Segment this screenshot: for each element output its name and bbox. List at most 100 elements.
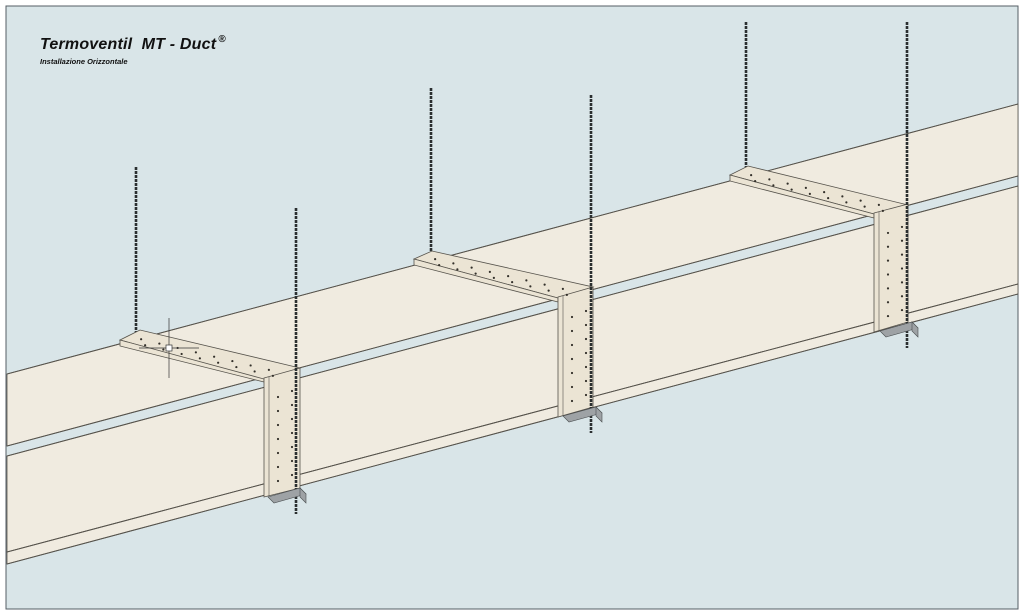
fixing-dot: [290, 403, 294, 407]
fixing-dot: [474, 272, 477, 275]
fixing-dot: [804, 186, 807, 189]
fixing-dot: [859, 199, 862, 202]
fixing-dot: [276, 465, 280, 469]
fixing-dot: [900, 239, 904, 242]
bracket-lip: [595, 406, 603, 423]
support-bracket: [562, 406, 603, 423]
fixing-dot: [886, 301, 890, 304]
fixing-dot: [529, 285, 532, 288]
collar-fixing-dots: [750, 174, 904, 318]
fixing-dot: [584, 337, 588, 341]
fixing-dot: [900, 225, 904, 229]
fixing-dot: [570, 357, 574, 361]
fixing-dot: [144, 344, 147, 347]
fixing-dot: [438, 264, 441, 267]
fixing-dot: [276, 479, 280, 483]
fixing-dot: [570, 399, 574, 403]
fixing-dot: [158, 342, 161, 345]
fixing-dot: [276, 395, 280, 399]
fixing-dot: [570, 371, 574, 375]
fixing-dot: [194, 351, 197, 354]
title-product: MT - Duct: [141, 36, 217, 53]
diagram-title: Termoventil MT - Duct®: [40, 34, 226, 54]
registered-mark: ®: [218, 34, 226, 45]
fixing-dot: [863, 205, 866, 208]
fixing-dot: [886, 314, 890, 318]
crosshair-box: [165, 344, 173, 352]
fixing-dot: [570, 385, 574, 389]
fixing-dot: [900, 267, 904, 270]
fixing-dot: [754, 180, 757, 183]
fixing-dot: [290, 389, 294, 393]
fixing-dot: [845, 201, 848, 204]
duct-edge-line: [6, 185, 1019, 457]
fixing-dot: [584, 351, 588, 355]
fixing-dot: [492, 276, 495, 279]
fixing-dot: [162, 348, 165, 351]
fixing-dot: [235, 365, 238, 369]
fixing-dot: [290, 445, 294, 449]
fixing-dot: [808, 192, 811, 195]
duct-edge-line: [6, 293, 1019, 565]
fixing-dot: [877, 203, 880, 206]
fixing-dot: [584, 323, 588, 327]
fixing-dot: [217, 361, 220, 364]
fixing-dot: [584, 393, 588, 397]
fixing-dot: [511, 281, 514, 284]
fixing-dot: [249, 364, 252, 367]
fixing-dot: [276, 437, 280, 441]
fixing-dot: [271, 374, 274, 377]
fixing-dot: [267, 368, 270, 371]
crosshair-marker: [139, 318, 199, 378]
fixing-dot: [786, 182, 789, 185]
fixing-dot: [231, 359, 234, 363]
fixing-dot: [434, 258, 437, 261]
collar-2: [412, 88, 603, 433]
collar-side-band: [263, 367, 301, 498]
fixing-dot: [452, 262, 455, 265]
fixing-dot: [561, 287, 564, 290]
fixing-dot: [525, 279, 528, 282]
fixing-dot: [470, 266, 473, 269]
fixing-dot: [570, 343, 574, 347]
fixing-dot: [570, 329, 574, 333]
diagram-subtitle: Installazione Orizzontale: [40, 57, 128, 66]
bracket-lip: [299, 487, 307, 504]
fixing-dot: [823, 191, 826, 194]
collar-1: [118, 167, 307, 514]
collar-fixing-dots: [434, 258, 588, 403]
fixing-dot: [198, 357, 201, 360]
fixing-dot: [790, 188, 793, 191]
fixing-dot: [886, 245, 890, 248]
fixing-dot: [886, 231, 890, 235]
fixing-dot: [543, 283, 546, 286]
fixing-dot: [290, 473, 294, 477]
fixing-dot: [900, 295, 904, 298]
fixing-dot: [140, 338, 143, 341]
fixing-dot: [570, 315, 574, 319]
fixing-dot: [772, 184, 775, 187]
fixing-dot: [900, 308, 904, 312]
fixing-dot: [565, 293, 568, 296]
collar-side-band: [557, 286, 594, 418]
title-block: Termoventil MT - Duct® Installazione Ori…: [40, 34, 226, 66]
fixing-dot: [180, 352, 183, 356]
bracket-lip: [911, 321, 919, 338]
fixing-dot: [276, 451, 280, 455]
title-brand: Termoventil: [40, 36, 133, 53]
duct-edge-line: [6, 175, 1019, 447]
fixing-dot: [547, 289, 550, 292]
fixing-dot: [584, 365, 588, 369]
fixing-dot: [886, 287, 890, 290]
fixing-dot: [276, 423, 280, 427]
fixing-dot: [584, 379, 588, 383]
duct-edge-line: [6, 103, 1019, 375]
support-bracket: [879, 321, 919, 338]
fixing-dot: [290, 459, 294, 463]
fixing-dot: [768, 178, 771, 181]
fixing-dot: [750, 174, 753, 177]
fixing-dot: [488, 270, 491, 273]
fixing-dot: [900, 253, 904, 256]
collar-3: [728, 22, 919, 348]
